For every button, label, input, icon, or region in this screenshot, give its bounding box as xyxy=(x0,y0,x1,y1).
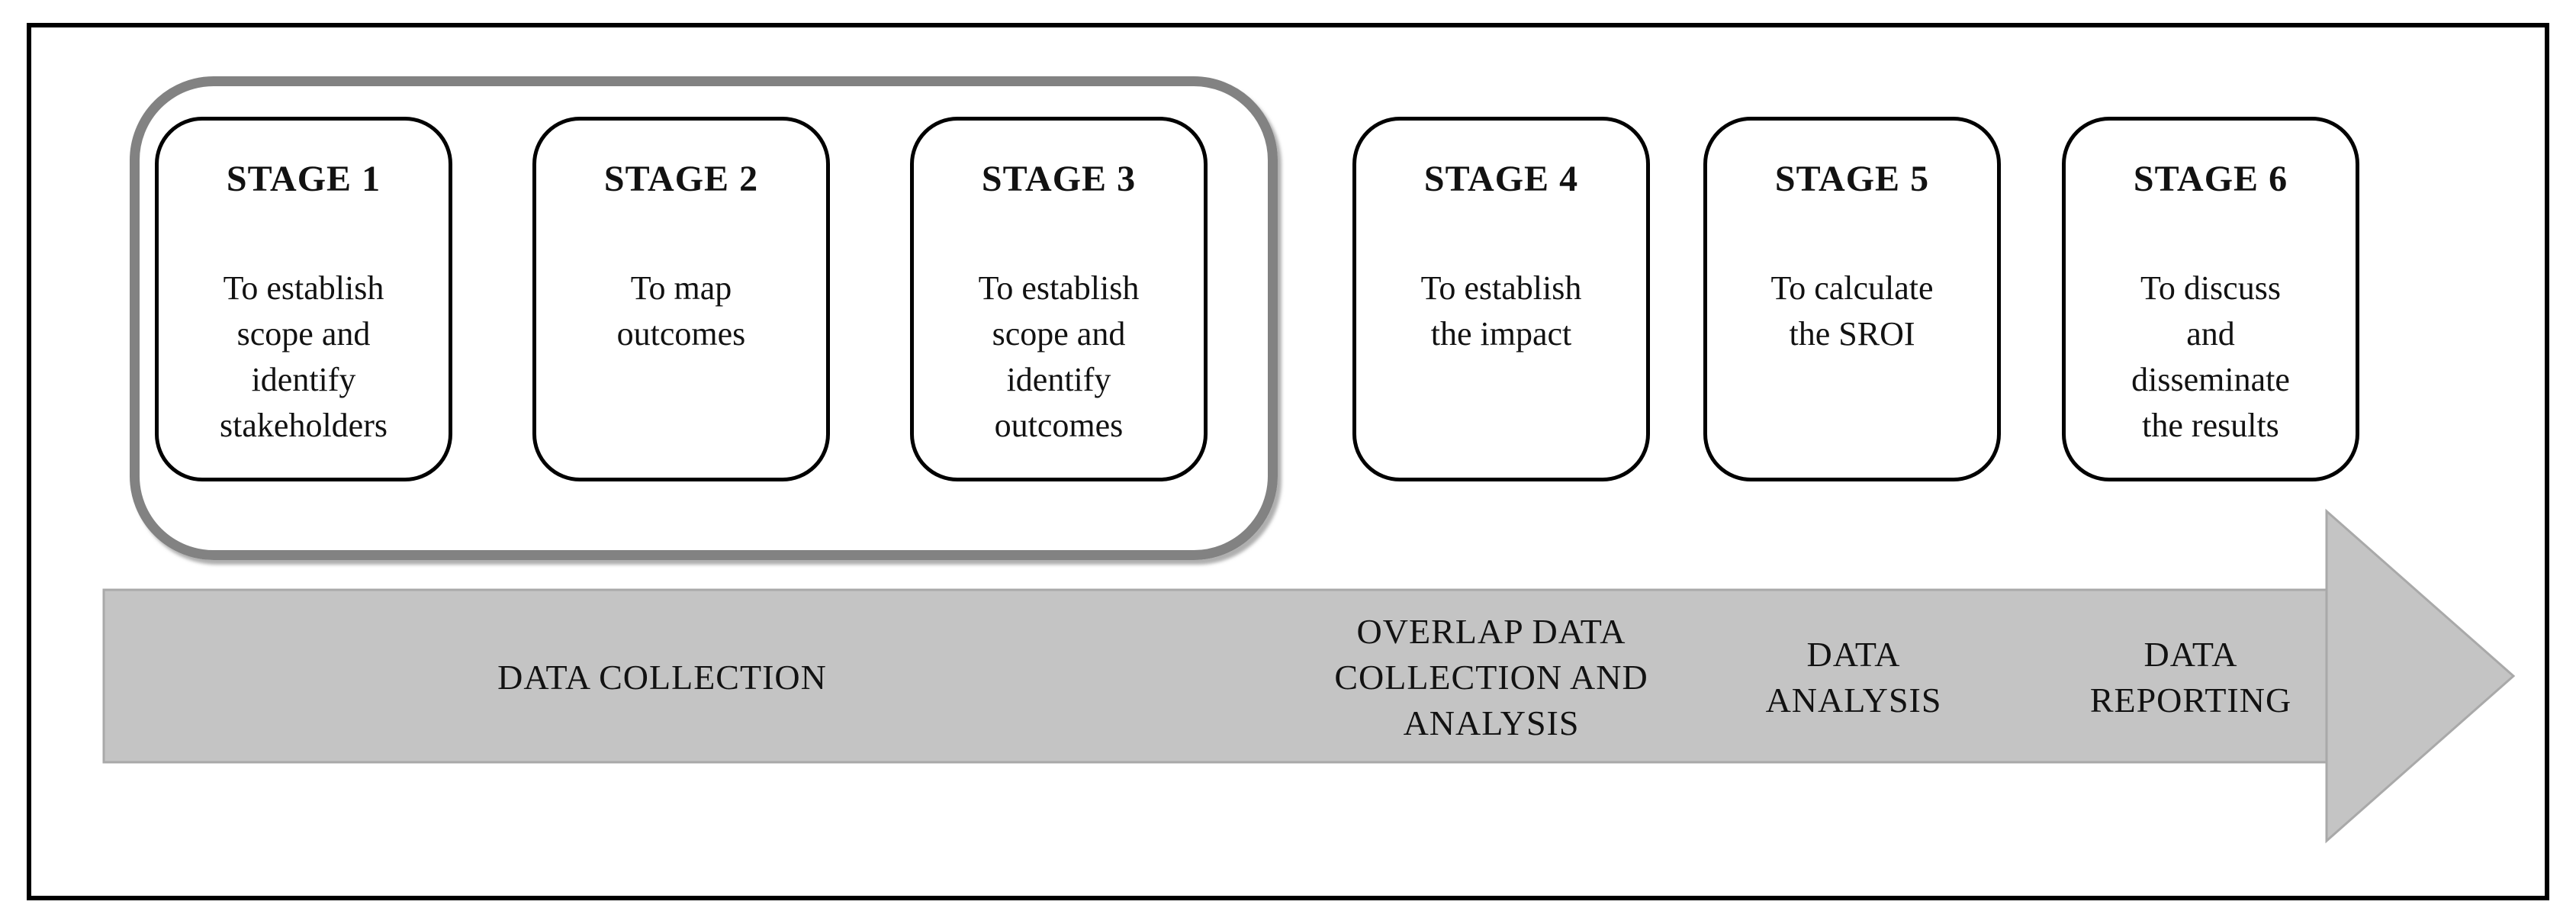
arrow-label-data-collection: DATA COLLECTION xyxy=(497,658,827,697)
stage-title: STAGE 3 xyxy=(981,159,1137,199)
stage-description: To establish scope and identify stakehol… xyxy=(220,269,388,444)
arrow-label-overlap-data-collection-and-analysis: OVERLAP DATA COLLECTION AND ANALYSIS xyxy=(1334,612,1648,742)
stage-description: To calculate the SROI xyxy=(1770,269,1934,353)
stage-description: To discuss and disseminate the results xyxy=(2131,269,2290,444)
stage-box-6: STAGE 6 To discuss and disseminate the r… xyxy=(2062,117,2359,481)
stage-box-5: STAGE 5 To calculate the SROI xyxy=(1703,117,2001,481)
arrow-head xyxy=(2325,508,2516,844)
figure-border xyxy=(27,23,2549,900)
stage-title: STAGE 2 xyxy=(603,159,759,199)
arrow-label-data-analysis: DATA ANALYSIS xyxy=(1765,635,1942,720)
stage-title: STAGE 5 xyxy=(1774,159,1930,199)
stage-title: STAGE 4 xyxy=(1423,159,1579,199)
stage-title: STAGE 6 xyxy=(2133,159,2288,199)
stage-box-1: STAGE 1 To establish scope and identify … xyxy=(155,117,452,481)
stage-description: To map outcomes xyxy=(616,269,746,353)
stage-description: To establish scope and identify outcomes xyxy=(978,269,1140,444)
stage-description: To establish the impact xyxy=(1420,269,1582,353)
arrow-label-data-reporting: DATA REPORTING xyxy=(2089,635,2292,720)
stages-1-3-group-outline xyxy=(130,76,1278,560)
stage-box-4: STAGE 4 To establish the impact xyxy=(1352,117,1650,481)
arrow-shaft xyxy=(102,588,2328,764)
stage-box-3: STAGE 3 To establish scope and identify … xyxy=(910,117,1208,481)
stage-box-2: STAGE 2 To map outcomes xyxy=(532,117,830,481)
stage-title: STAGE 1 xyxy=(226,159,381,199)
